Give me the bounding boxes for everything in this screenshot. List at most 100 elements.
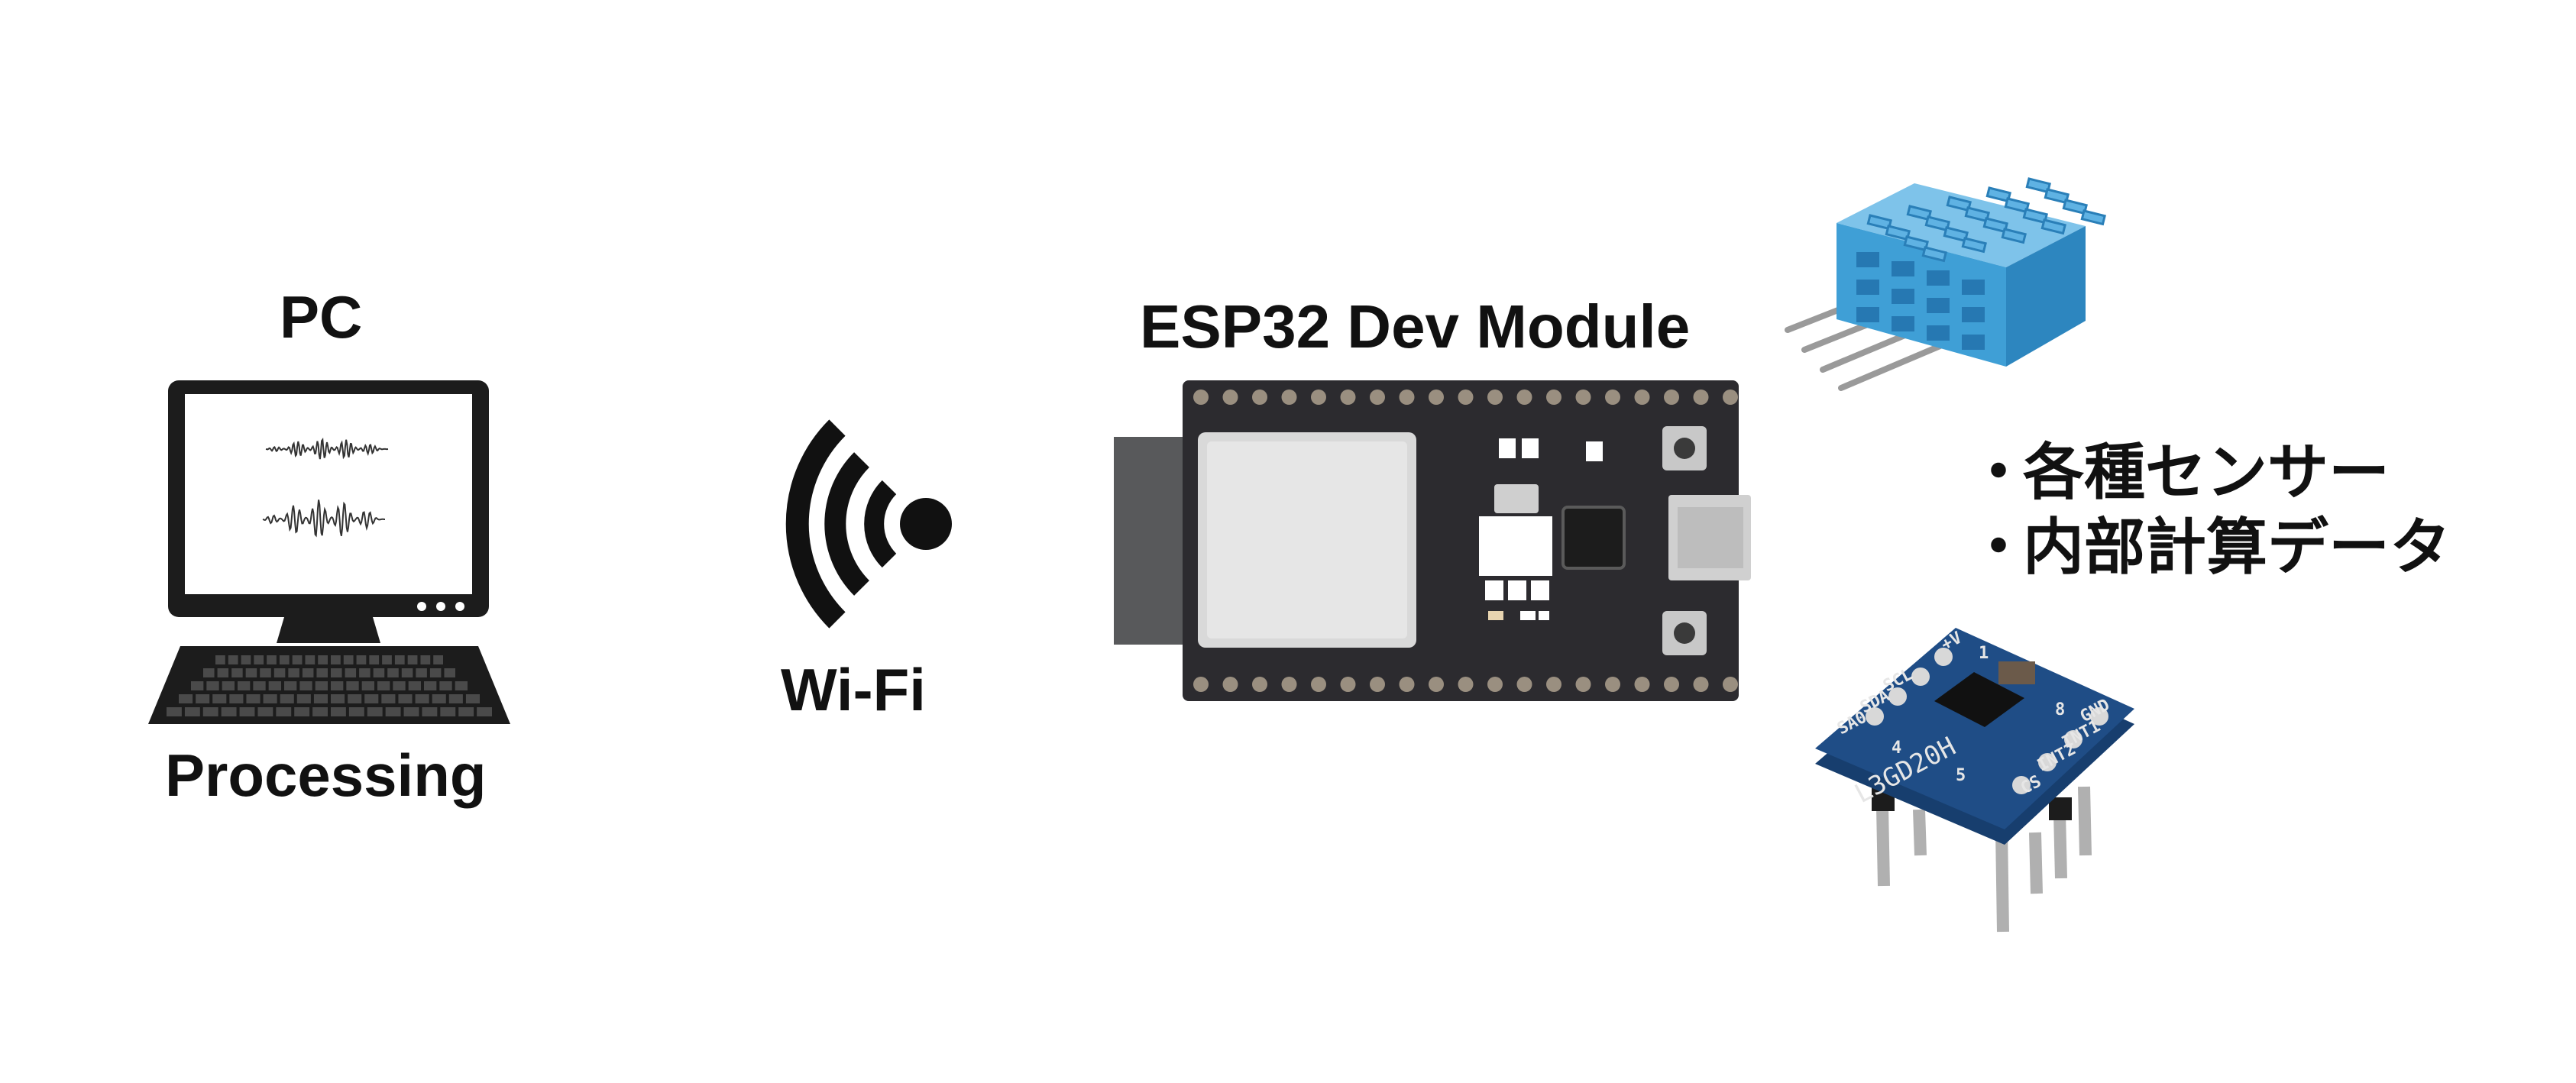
header-pin bbox=[1281, 390, 1297, 405]
header-pin bbox=[1487, 390, 1503, 405]
key bbox=[331, 707, 346, 716]
key bbox=[313, 694, 328, 703]
key bbox=[455, 681, 468, 690]
grille-hole bbox=[1906, 205, 1932, 221]
header-pin bbox=[1664, 677, 1679, 692]
key bbox=[196, 694, 210, 703]
key bbox=[359, 668, 371, 677]
dht11-sensor bbox=[1785, 177, 2106, 391]
key bbox=[408, 681, 421, 690]
header-pin bbox=[1340, 677, 1356, 692]
key bbox=[367, 707, 383, 716]
grille-hole bbox=[1961, 237, 1987, 254]
grille-hole bbox=[1943, 226, 1969, 243]
grille-hole bbox=[2062, 199, 2088, 215]
key bbox=[361, 681, 374, 690]
header-pin bbox=[1516, 677, 1532, 692]
grille-hole bbox=[1962, 280, 1985, 295]
key bbox=[241, 655, 251, 664]
key bbox=[345, 668, 357, 677]
key bbox=[294, 707, 310, 716]
key bbox=[420, 655, 431, 664]
key bbox=[422, 707, 438, 716]
header-pin bbox=[1252, 677, 1267, 692]
key bbox=[381, 694, 396, 703]
grille-hole bbox=[1892, 316, 1914, 331]
key bbox=[433, 655, 443, 664]
wifi-signal-icon bbox=[785, 419, 952, 629]
key bbox=[364, 694, 379, 703]
key bbox=[221, 707, 237, 716]
grille-hole bbox=[1903, 235, 1929, 252]
header-pin bbox=[1575, 677, 1591, 692]
header-pin bbox=[1252, 390, 1267, 405]
key bbox=[228, 655, 238, 664]
grille-hole bbox=[1964, 206, 1990, 223]
key bbox=[444, 668, 455, 677]
header-pin bbox=[1605, 390, 1620, 405]
key bbox=[305, 655, 316, 664]
grille-hole bbox=[1927, 325, 1950, 341]
key bbox=[448, 694, 463, 703]
key bbox=[387, 668, 399, 677]
header-pin bbox=[1605, 677, 1620, 692]
grille-hole bbox=[1866, 214, 1892, 231]
key bbox=[440, 707, 456, 716]
key bbox=[429, 668, 442, 677]
data-item-sensors: ・各種センサー bbox=[1968, 435, 2451, 510]
grille-hole bbox=[1885, 225, 1911, 241]
pc-label: PC bbox=[280, 283, 363, 351]
key bbox=[231, 668, 243, 677]
header-pin bbox=[1193, 390, 1209, 405]
key bbox=[465, 694, 480, 703]
key bbox=[167, 707, 182, 716]
header-pins bbox=[1193, 390, 1738, 692]
key bbox=[239, 707, 255, 716]
key bbox=[356, 655, 367, 664]
key bbox=[369, 655, 380, 664]
key bbox=[477, 707, 492, 716]
grille-hole bbox=[1985, 186, 2011, 203]
key bbox=[268, 681, 281, 690]
key bbox=[267, 655, 277, 664]
key bbox=[245, 668, 257, 677]
sensor-grille bbox=[1856, 177, 2106, 350]
header-pin bbox=[1311, 677, 1326, 692]
key bbox=[401, 668, 413, 677]
gyro-sensor-board: +V SCL SDA SA0 GND INT1 INT2 CS 1 8 4 5 … bbox=[1815, 628, 2134, 933]
key bbox=[184, 707, 200, 716]
esp32-label: ESP32 Dev Module bbox=[1140, 293, 1691, 360]
key bbox=[263, 694, 277, 703]
key bbox=[407, 655, 418, 664]
key bbox=[179, 694, 193, 703]
key bbox=[254, 655, 264, 664]
key bbox=[315, 681, 328, 690]
header-pin bbox=[1222, 390, 1238, 405]
key bbox=[343, 655, 354, 664]
data-items-list: ・各種センサー ・内部計算データ bbox=[1968, 435, 2451, 585]
header-pin bbox=[1222, 677, 1238, 692]
key bbox=[316, 668, 328, 677]
key bbox=[280, 694, 294, 703]
header-pin bbox=[1281, 677, 1297, 692]
key bbox=[348, 707, 364, 716]
key bbox=[212, 694, 227, 703]
header-pin bbox=[1723, 390, 1738, 405]
header-pin bbox=[1399, 677, 1415, 692]
audio-waveform-icon bbox=[262, 438, 389, 538]
grille-hole bbox=[1962, 335, 1985, 350]
pin-label: 4 bbox=[1892, 739, 1901, 758]
key bbox=[273, 668, 286, 677]
grille-hole bbox=[1921, 246, 1947, 263]
grille-hole bbox=[2001, 228, 2027, 244]
key bbox=[302, 668, 314, 677]
key bbox=[246, 694, 261, 703]
key bbox=[394, 655, 405, 664]
header-pin bbox=[1693, 677, 1709, 692]
key bbox=[203, 668, 215, 677]
key bbox=[312, 707, 328, 716]
grille-hole bbox=[1856, 280, 1879, 295]
grille-hole bbox=[1982, 217, 2008, 234]
key bbox=[229, 694, 244, 703]
